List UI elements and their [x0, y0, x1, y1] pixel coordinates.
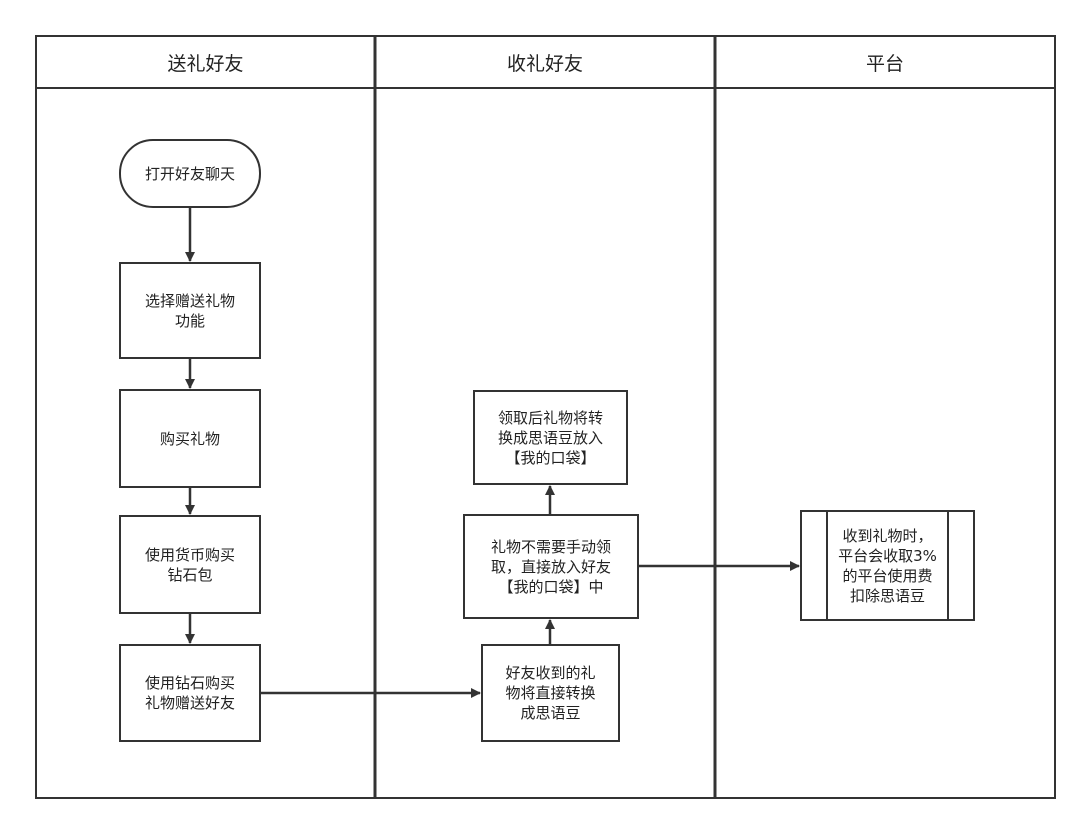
- node-auto-pocket: 礼物不需要手动领 取，直接放入好友 【我的口袋】中: [490, 537, 611, 596]
- node-platform-fee: 收到礼物时， 平台会收取3% 的平台使用费 扣除思语豆: [838, 526, 937, 605]
- node-auto-pocket-shape: [463, 514, 639, 619]
- node-buy-gift-shape: [119, 389, 261, 488]
- node-convert-beans-shape: [481, 644, 620, 742]
- node-open-chat: 打开好友聊天: [144, 164, 235, 183]
- node-send-gift-shape: [119, 644, 261, 742]
- node-buy-gift: 购买礼物: [159, 429, 220, 448]
- lane-header-sender: 送礼好友: [167, 52, 244, 75]
- node-convert-beans: 好友收到的礼 物将直接转换 成思语豆: [505, 664, 596, 722]
- node-after-claim: 领取后礼物将转 换成思语豆放入 【我的口袋】: [497, 408, 603, 467]
- lane-header-receiver: 收礼好友: [506, 52, 583, 75]
- node-send-gift: 使用钻石购买 礼物赠送好友: [144, 674, 235, 712]
- node-select-gift-shape: [119, 262, 261, 359]
- lane-header-platform: 平台: [865, 52, 904, 75]
- node-after-claim-shape: [473, 390, 628, 485]
- node-buy-diamonds: 使用货币购买 钻石包: [144, 545, 235, 584]
- node-platform-fee-shape: [800, 510, 975, 621]
- node-select-gift: 选择赠送礼物 功能: [144, 291, 235, 330]
- node-buy-diamonds-shape: [119, 515, 261, 614]
